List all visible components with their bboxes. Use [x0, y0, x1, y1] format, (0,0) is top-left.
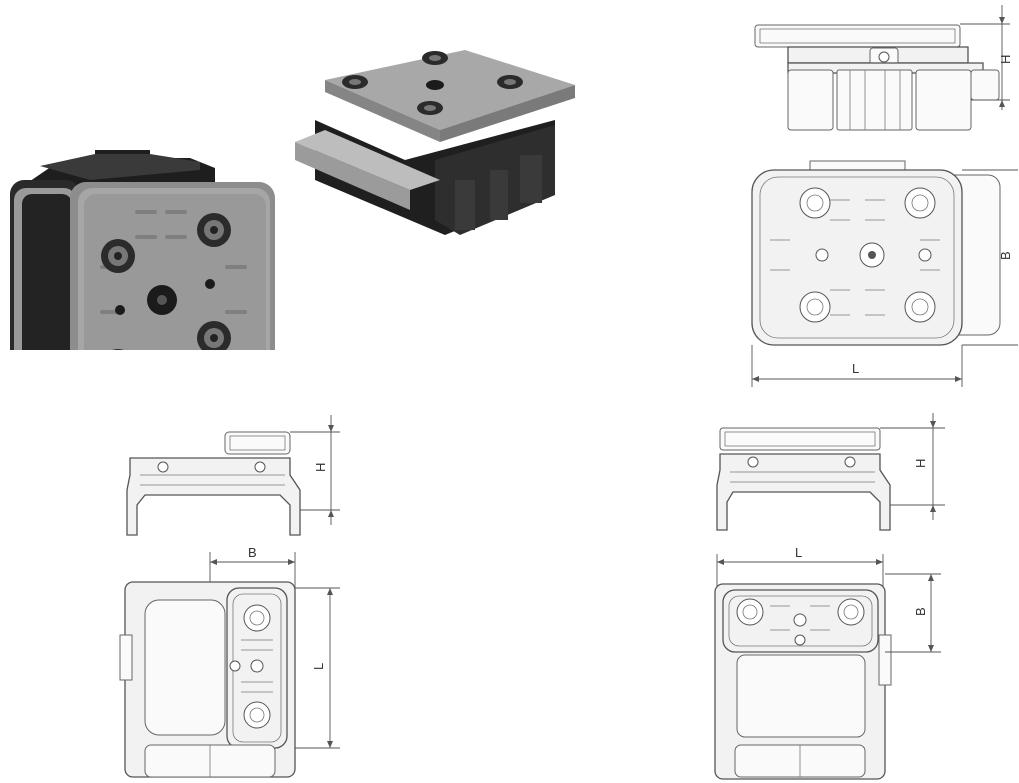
dimension-label-h: H — [313, 463, 328, 472]
product-photo-front — [10, 150, 275, 350]
dimension-label-l: L — [852, 361, 859, 376]
drawing-top-right-side-view: H — [754, 5, 1013, 131]
drawing-bottom-right-plan-view: L B — [714, 545, 941, 780]
dimension-label-h: H — [913, 459, 928, 468]
drawing-bottom-left-plan-view: B L — [119, 545, 340, 778]
dimension-label-h: H — [998, 55, 1013, 64]
drawing-bottom-right-side-view: H — [716, 413, 945, 531]
dimension-label-l: L — [795, 545, 802, 560]
dimension-label-b: B — [913, 607, 928, 616]
drawing-top-right-plan-view: B L — [751, 160, 1018, 387]
dimension-label-b: B — [998, 251, 1013, 260]
dimension-label-l: L — [311, 663, 326, 670]
product-photo-angled — [295, 50, 575, 235]
dimension-label-b: B — [248, 545, 257, 560]
drawing-bottom-left-side-view: H — [126, 415, 340, 536]
